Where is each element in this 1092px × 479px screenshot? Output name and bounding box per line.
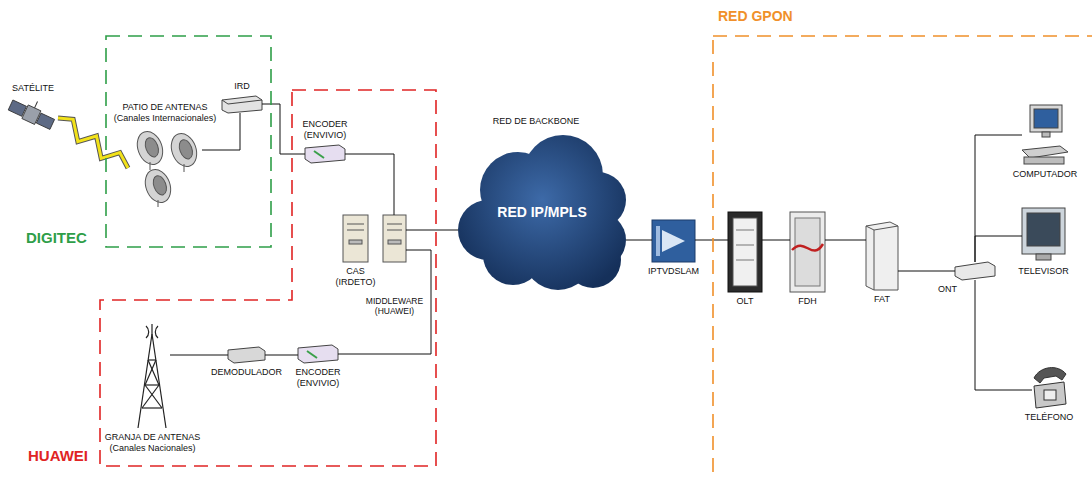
node-label: ENCODER (ENVIVIO): [297, 119, 353, 141]
ont-node: ONT: [955, 262, 995, 280]
cloud-node: RED DE BACKBONE RED IP/MPLS: [458, 112, 626, 292]
node-label: DEMODULADOR: [211, 367, 282, 378]
connector-line: [170, 355, 228, 356]
satellite-icon: [7, 92, 58, 131]
node-label: PATIO DE ANTENAS (Canales Internacionale…: [105, 102, 225, 124]
region-node: PATIO DE ANTENAS (Canales Internacionale…: [105, 35, 272, 248]
television-icon: [1022, 208, 1065, 260]
region-title: HUAWEI: [28, 447, 88, 465]
demodulator-device: [228, 347, 265, 363]
connector-line: [626, 240, 652, 241]
middleware-server-node: MIDDLEWARE (HUAWEI): [383, 215, 406, 262]
region-node: OLTFDHFATONTCOMPUTADORTELEVISORTELÉFONOR…: [712, 35, 1092, 479]
connector-line: [265, 355, 298, 356]
telephone-icon: [1034, 368, 1066, 408]
antenna-tower-node: GRANJA DE ANTENAS (Canales Nacionales): [135, 322, 170, 428]
encoder-device: [305, 145, 345, 163]
fdh-node: FDH: [790, 212, 825, 292]
region-outline: [105, 35, 272, 248]
connector-line: [762, 240, 790, 241]
node-label: COMPUTADOR: [1013, 169, 1077, 180]
television-node: TELEVISOR: [1022, 208, 1065, 262]
node-label: GRANJA DE ANTENAS (Canales Nacionales): [98, 432, 208, 454]
antenna-tower: [138, 324, 166, 428]
node-label: SATÉLITE: [12, 83, 54, 94]
region-node: ENCODER (ENVIVIO)CAS (IRDETO)MIDDLEWARE …: [100, 90, 436, 466]
node-label: RED DE BACKBONE: [493, 116, 580, 127]
node-label: TELEVISOR: [1018, 266, 1069, 277]
connector-line: [975, 135, 1022, 262]
fat-node: FAT: [866, 222, 898, 290]
encoder-device: [298, 345, 338, 363]
node-label: CAS (IRDETO): [331, 266, 381, 288]
region-outline: [100, 90, 436, 466]
computer-node: COMPUTADOR: [1022, 105, 1068, 165]
connector-line: [975, 236, 1022, 262]
ird-node: IRD: [222, 96, 262, 113]
computer-icon: [1022, 105, 1068, 164]
node-label: TELÉFONO: [1025, 412, 1074, 423]
connector-line: [262, 104, 305, 154]
node-label: IPTVDSLAM: [648, 266, 699, 277]
ont-device: [955, 262, 995, 280]
olt-node: OLT: [728, 212, 762, 292]
dslam-icon: [652, 220, 695, 262]
telephone-node: TELÉFONO: [1032, 366, 1066, 408]
connector-line: [695, 240, 728, 241]
connector-line: [338, 250, 431, 354]
connector-line: [975, 280, 1032, 390]
node-label: FDH: [798, 296, 817, 307]
node-label: OLT: [737, 296, 754, 307]
fdh-cabinet: [790, 212, 825, 292]
fat-box: [866, 222, 898, 290]
dslam-node: IPTVDSLAM: [652, 220, 695, 262]
node-label: IRD: [234, 81, 250, 92]
satellite-node: SATÉLITE: [8, 98, 58, 134]
server-towers: [343, 215, 406, 262]
connector-line: [345, 154, 394, 215]
node-label: RED IP/MPLS: [497, 204, 586, 221]
node-label: MIDDLEWARE (HUAWEI): [363, 296, 427, 316]
region-title: RED GPON: [718, 8, 793, 25]
connector-line: [406, 230, 458, 231]
node-label: ENCODER (ENVIVIO): [290, 367, 346, 389]
node-label: ONT: [938, 284, 957, 295]
olt-rack: [728, 212, 762, 292]
cas-server-node: CAS (IRDETO): [343, 215, 368, 262]
ird-device: [222, 96, 262, 113]
region-title: DIGITEC: [26, 229, 87, 247]
connector-line: [825, 240, 866, 241]
encoder-node: ENCODER (ENVIVIO): [305, 145, 345, 163]
node-label: FAT: [874, 294, 890, 305]
encoder-node: ENCODER (ENVIVIO): [298, 345, 338, 363]
demodulator-node: DEMODULADOR: [228, 347, 265, 363]
dish-antennas-node: PATIO DE ANTENAS (Canales Internacionale…: [128, 128, 202, 208]
dish-antennas: [133, 128, 201, 207]
wireless-link: [58, 118, 128, 168]
connector-line: [898, 271, 955, 272]
